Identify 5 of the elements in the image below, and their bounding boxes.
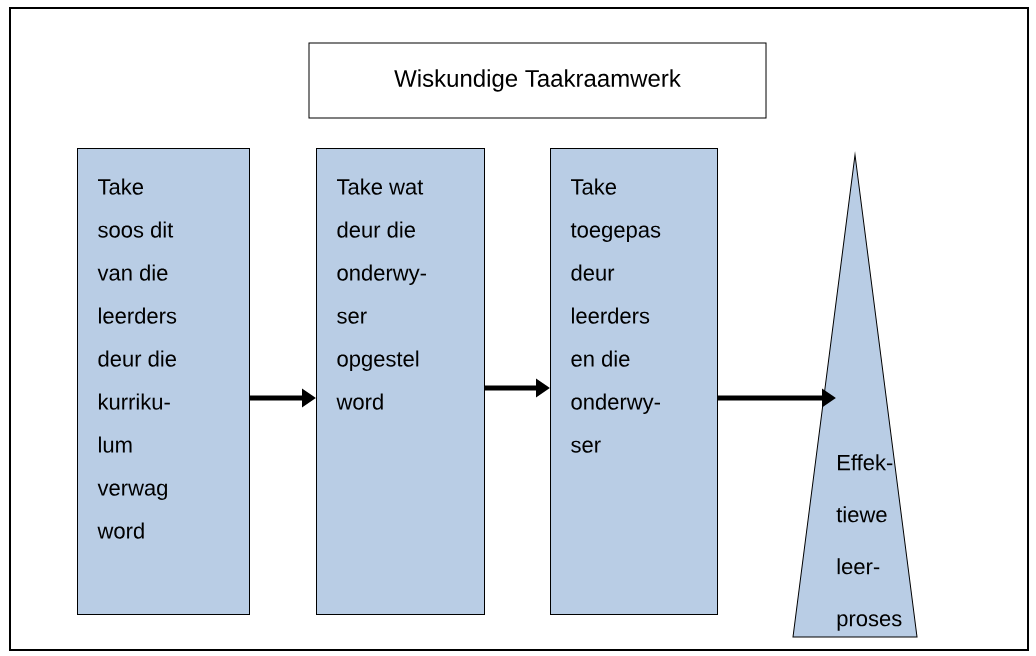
title-box: Wiskundige Taakraamwerk [308, 42, 767, 119]
process-box: Take wat deur die onderwy-ser opgestel word [316, 148, 485, 615]
process-box: Take soos dit van die leerders deur die kurriku-lum verwag word [77, 148, 250, 615]
process-box: Take toegepas deur leerders en die onderwy-ser [550, 148, 718, 615]
triangle: Effek-tiewe leer-proses [792, 154, 918, 638]
